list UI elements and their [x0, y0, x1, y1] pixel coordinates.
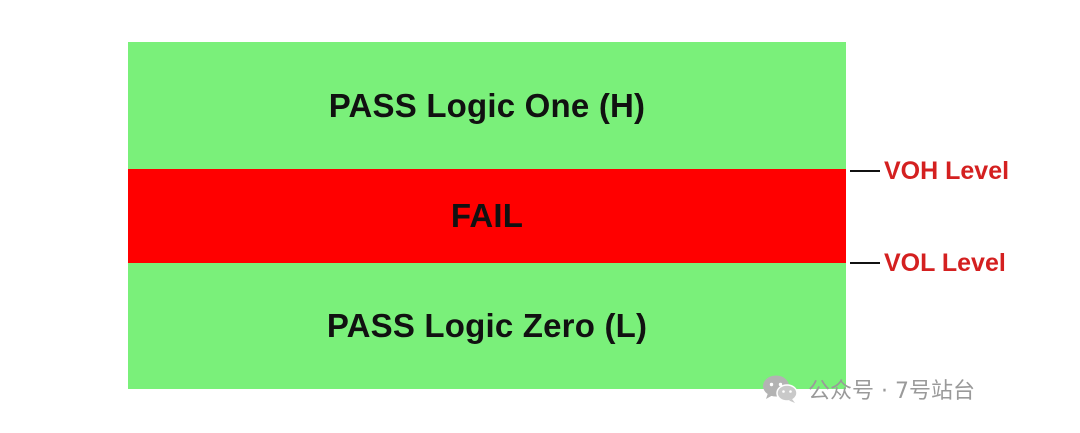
- voh-tick-line: [850, 170, 880, 172]
- wechat-icon: [763, 375, 798, 403]
- fail-zone: FAIL: [128, 169, 846, 263]
- watermark-text: 公众号 · 7号站台: [808, 379, 975, 404]
- watermark: 公众号 · 7号站台: [762, 372, 975, 406]
- vol-level-label: VOL Level: [884, 248, 1006, 277]
- pass-logic-one-label: PASS Logic One (H): [328, 86, 646, 124]
- pass-logic-one-zone: PASS Logic One (H): [128, 42, 846, 169]
- vol-tick-line: [850, 262, 880, 264]
- pass-logic-zero-label: PASS Logic Zero (L): [326, 307, 648, 344]
- fail-label: FAIL: [450, 197, 524, 234]
- voh-level-label: VOH Level: [884, 156, 1010, 185]
- pass-logic-zero-zone: PASS Logic Zero (L): [128, 263, 846, 389]
- vol-threshold-marker: VOL Level: [850, 248, 1006, 278]
- voh-threshold-marker: VOH Level: [850, 156, 1009, 186]
